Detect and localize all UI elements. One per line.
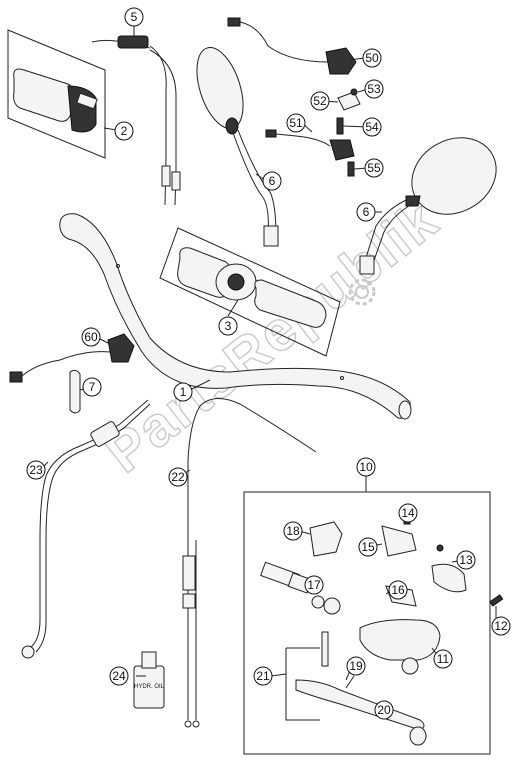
- svg-text:12: 12: [494, 619, 508, 633]
- mirror-left: [196, 47, 279, 247]
- oil-bottle-label: HYDR. OIL: [134, 684, 165, 690]
- throttle-cables: [91, 35, 181, 206]
- callout-10: 10: [356, 457, 376, 477]
- svg-text:6: 6: [363, 205, 370, 219]
- callout-18: 18: [283, 521, 303, 541]
- svg-text:13: 13: [459, 553, 473, 567]
- grip-set: [159, 227, 341, 357]
- svg-text:54: 54: [365, 120, 379, 134]
- callout-52: 52: [310, 91, 330, 111]
- bolt-12: [489, 594, 504, 607]
- callout-24: 24: [109, 666, 129, 686]
- svg-text:22: 22: [171, 470, 185, 484]
- callout-15: 15: [358, 537, 378, 557]
- throttle-grip-group: [7, 29, 106, 159]
- svg-text:6: 6: [269, 174, 276, 188]
- svg-text:51: 51: [289, 116, 303, 130]
- svg-text:53: 53: [367, 82, 381, 96]
- callout-11: 11: [433, 649, 453, 669]
- svg-text:1: 1: [180, 385, 187, 399]
- switch-group: [227, 17, 361, 177]
- callout-13: 13: [456, 550, 476, 570]
- svg-text:10: 10: [359, 460, 373, 474]
- callout-20: 20: [374, 700, 394, 720]
- callout-7: 7: [82, 377, 102, 397]
- callout-17: 17: [304, 575, 324, 595]
- callout-3: 3: [218, 316, 238, 336]
- svg-text:55: 55: [367, 161, 381, 175]
- gear-icon: [348, 278, 376, 306]
- handlebar: [59, 213, 412, 420]
- svg-text:23: 23: [29, 463, 43, 477]
- callout-50: 50: [362, 48, 382, 68]
- svg-text:14: 14: [401, 506, 415, 520]
- svg-text:52: 52: [313, 94, 327, 108]
- callout-22: 22: [168, 467, 188, 487]
- callout-14: 14: [398, 503, 418, 523]
- svg-text:50: 50: [365, 51, 379, 65]
- callout-6-left: 6: [262, 171, 282, 191]
- hydraulic-oil-bottle: HYDR. OIL: [133, 651, 165, 709]
- callout-55: 55: [364, 158, 384, 178]
- callout-23: 23: [26, 460, 46, 480]
- svg-text:24: 24: [112, 669, 126, 683]
- svg-text:18: 18: [286, 524, 300, 538]
- svg-text:2: 2: [121, 124, 128, 138]
- svg-text:60: 60: [84, 330, 98, 344]
- strap-7: [69, 369, 81, 414]
- svg-text:11: 11: [437, 652, 450, 666]
- svg-text:5: 5: [131, 10, 138, 24]
- svg-text:15: 15: [361, 540, 375, 554]
- callout-1: 1: [173, 382, 193, 402]
- cable-22: [182, 398, 317, 728]
- svg-text:16: 16: [391, 583, 405, 597]
- callout-60: 60: [81, 327, 101, 347]
- svg-text:7: 7: [89, 380, 96, 394]
- mirror-right: [359, 137, 497, 275]
- callout-53: 53: [364, 79, 384, 99]
- callout-16: 16: [388, 580, 408, 600]
- callout-21: 21: [253, 666, 273, 686]
- svg-text:17: 17: [307, 578, 321, 592]
- brake-lever-assembly: [243, 476, 491, 755]
- svg-text:3: 3: [225, 319, 232, 333]
- callout-5: 5: [124, 7, 144, 27]
- cable-23: [21, 399, 151, 659]
- callout-6-right: 6: [356, 202, 376, 222]
- callout-12: 12: [491, 616, 511, 636]
- svg-text:21: 21: [256, 669, 270, 683]
- svg-text:20: 20: [377, 703, 391, 717]
- callout-51: 51: [286, 113, 306, 133]
- wiring-60: [9, 333, 135, 383]
- callout-2: 2: [114, 121, 134, 141]
- svg-text:19: 19: [349, 659, 363, 673]
- callout-19: 19: [346, 656, 366, 676]
- callout-54: 54: [362, 117, 382, 137]
